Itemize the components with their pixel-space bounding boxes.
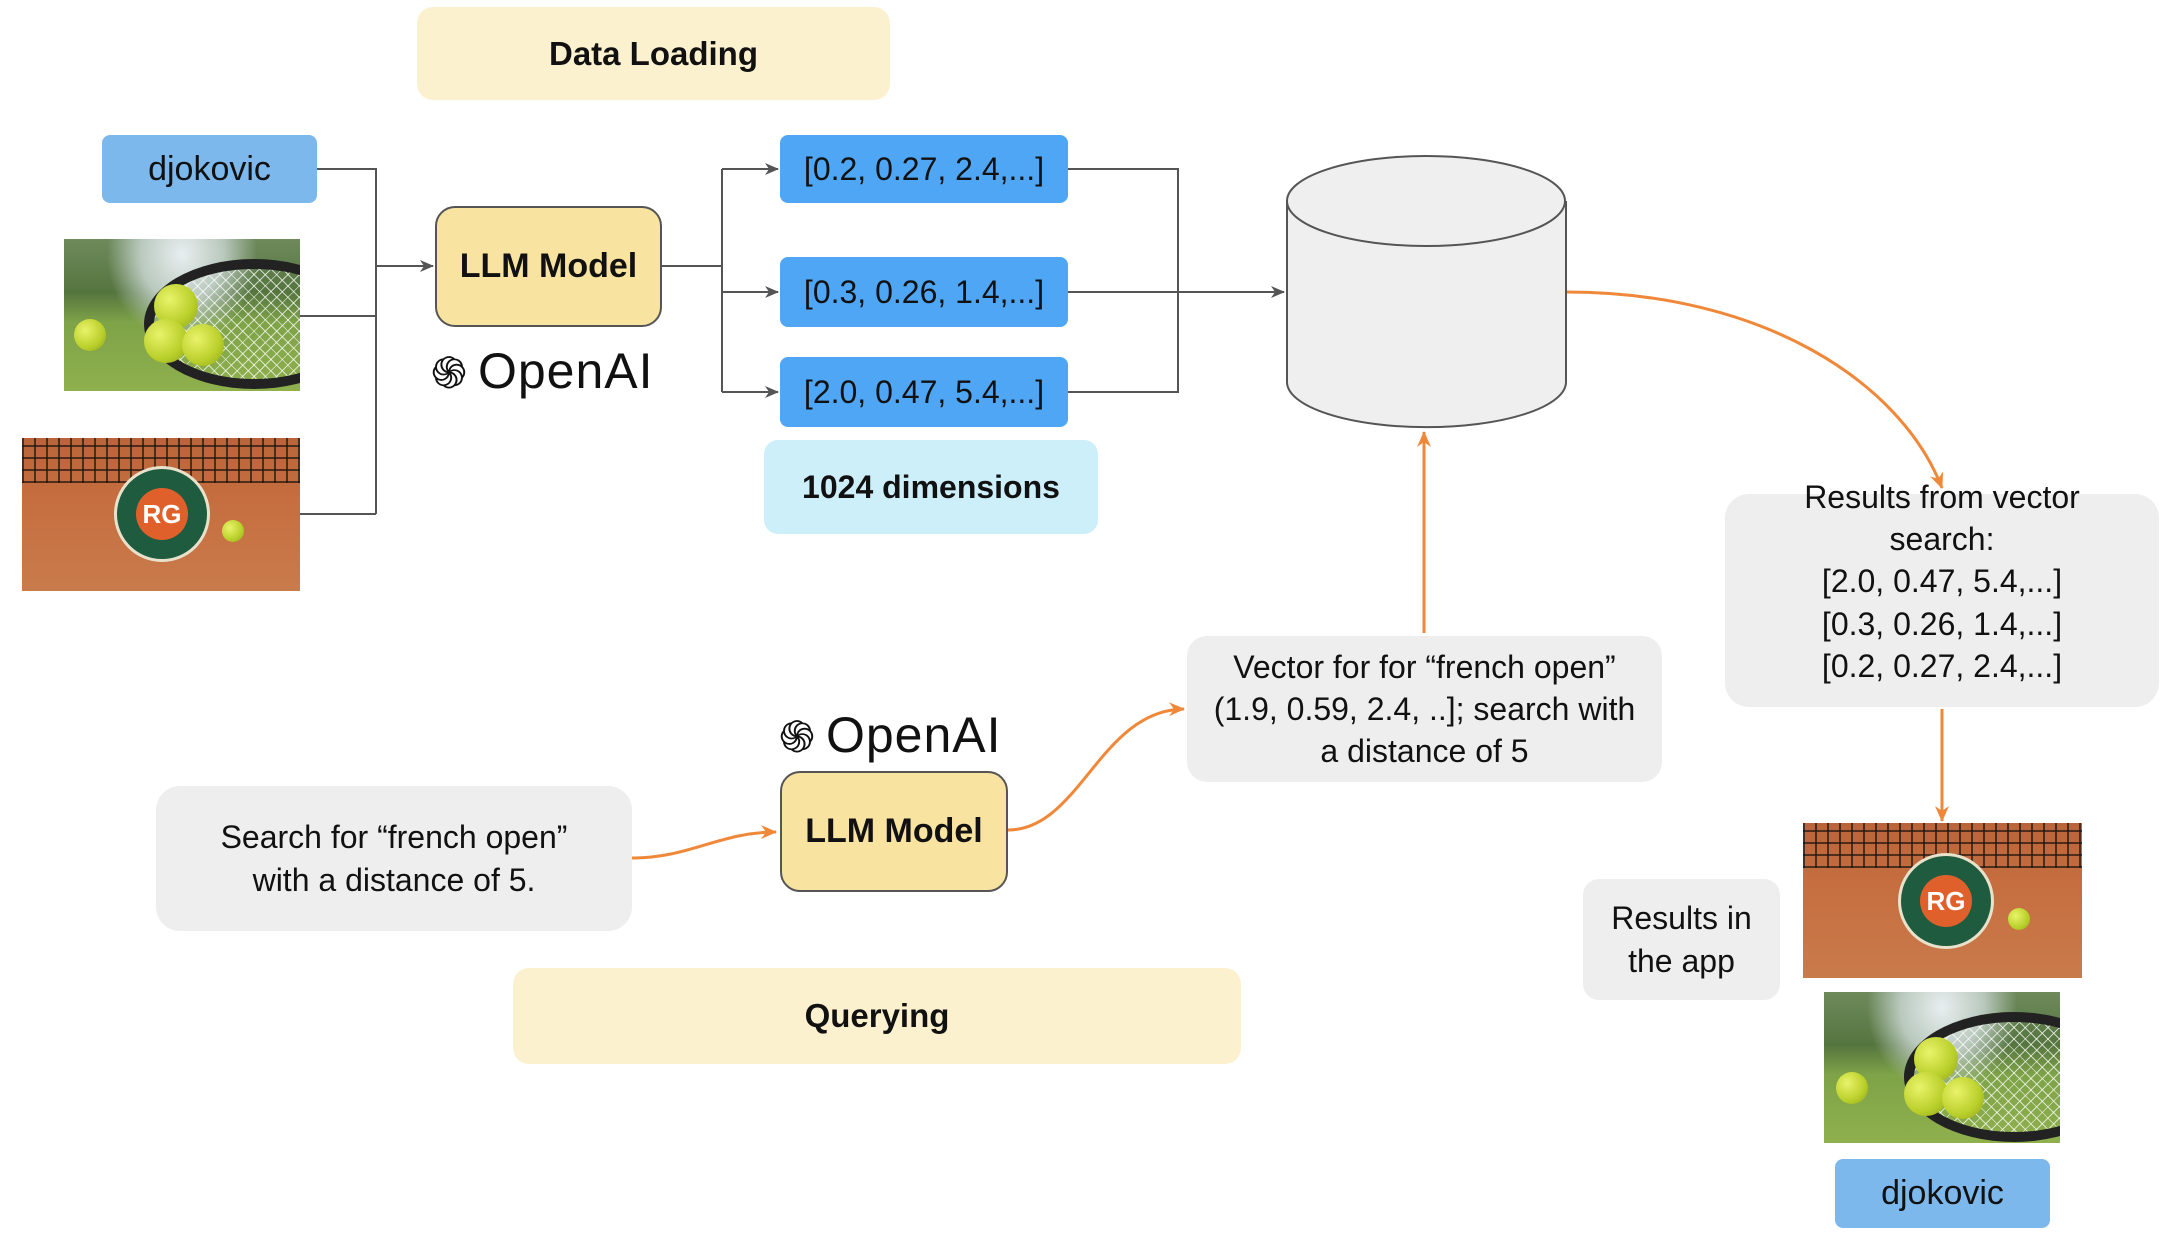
result-roland-garros-image: RG (1803, 823, 2082, 978)
llm-model-box: LLM Model (435, 206, 662, 327)
vector-3: [2.0, 0.47, 5.4,...] (780, 357, 1068, 427)
results-title: Results from vector search: (1804, 479, 2080, 558)
data-loading-label: Data Loading (417, 7, 890, 100)
input-text-djokovic: djokovic (102, 135, 317, 203)
llm-model-box-query: LLM Model (780, 771, 1008, 892)
database-cylinder-icon (1286, 155, 1567, 429)
querying-label: Querying (513, 968, 1241, 1064)
result-tennis-balls-image (1824, 992, 2060, 1143)
openai-logo-icon: ֍ (431, 349, 468, 398)
openai-logo: ֍ OpenAI (431, 343, 654, 399)
results-vector-search: Results from vector search: [2.0, 0.47, … (1725, 479, 2159, 707)
openai-logo-query: ֍ OpenAI (779, 707, 1002, 763)
search-query-note: Search for “french open” with a distance… (156, 786, 632, 931)
arrow-db-to-results (1565, 290, 1944, 489)
arrow-search-to-llm (631, 825, 777, 860)
arrow-llm-to-vector (1007, 702, 1185, 832)
vector-1: [0.2, 0.27, 2.4,...] (780, 135, 1068, 203)
tennis-balls-image (64, 239, 300, 391)
result-vector-1: [2.0, 0.47, 5.4,...] (1821, 563, 2063, 600)
roland-garros-image: RG (22, 438, 300, 591)
dimensions-label: 1024 dimensions (764, 440, 1098, 534)
output-text-djokovic: djokovic (1835, 1159, 2050, 1228)
vector-2: [0.3, 0.26, 1.4,...] (780, 257, 1068, 327)
query-vector-note: Vector for for “french open” (1.9, 0.59,… (1187, 636, 1662, 782)
connector-vec-merge (1068, 168, 1179, 393)
results-in-app-label: Results in the app (1583, 879, 1780, 1000)
connector-djokovic (317, 168, 377, 514)
openai-logo-icon: ֍ (779, 713, 816, 762)
result-vector-2: [0.3, 0.26, 1.4,...] (1821, 605, 2063, 642)
result-vector-3: [0.2, 0.27, 2.4,...] (1821, 647, 2063, 684)
